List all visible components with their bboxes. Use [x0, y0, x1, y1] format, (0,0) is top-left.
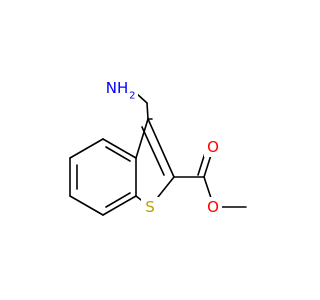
bond-c6-c7 [69, 195, 104, 216]
carbonyl-oxygen-label: O [204, 137, 222, 157]
ester-oxygen-label: O [204, 197, 222, 217]
carbonyl-oxygen-atom: O [207, 138, 219, 156]
amine-symbol: NH [106, 79, 129, 97]
bond-c7b-c7a [69, 138, 104, 159]
bond-c7a-c4 [102, 138, 137, 159]
bond-carbonyl-o-ester [203, 176, 212, 199]
bond-c3-c2 [147, 118, 175, 178]
bond-inner-double-2 [105, 192, 131, 208]
bond-inner-double-1 [105, 146, 131, 162]
ring-sulfur-label: S [141, 197, 159, 217]
atom-labels: NH 2 S O O [104, 78, 222, 217]
bond-ch2-link [146, 102, 149, 120]
bond-c3a-c3 [135, 118, 149, 159]
molecule-structure-diagram: NH 2 S O O [69, 78, 247, 217]
bond-c3-c2-double [141, 126, 165, 176]
ester-oxygen-atom: O [207, 198, 219, 216]
sulfur-atom: S [145, 198, 155, 216]
amine-subscript: 2 [129, 91, 135, 102]
bond-c5-c6 [102, 195, 137, 216]
bond-carbonyl-o-double-a [203, 154, 212, 178]
amine-label: NH 2 [104, 78, 138, 102]
bond-carbonyl-o-double-b [197, 152, 206, 176]
